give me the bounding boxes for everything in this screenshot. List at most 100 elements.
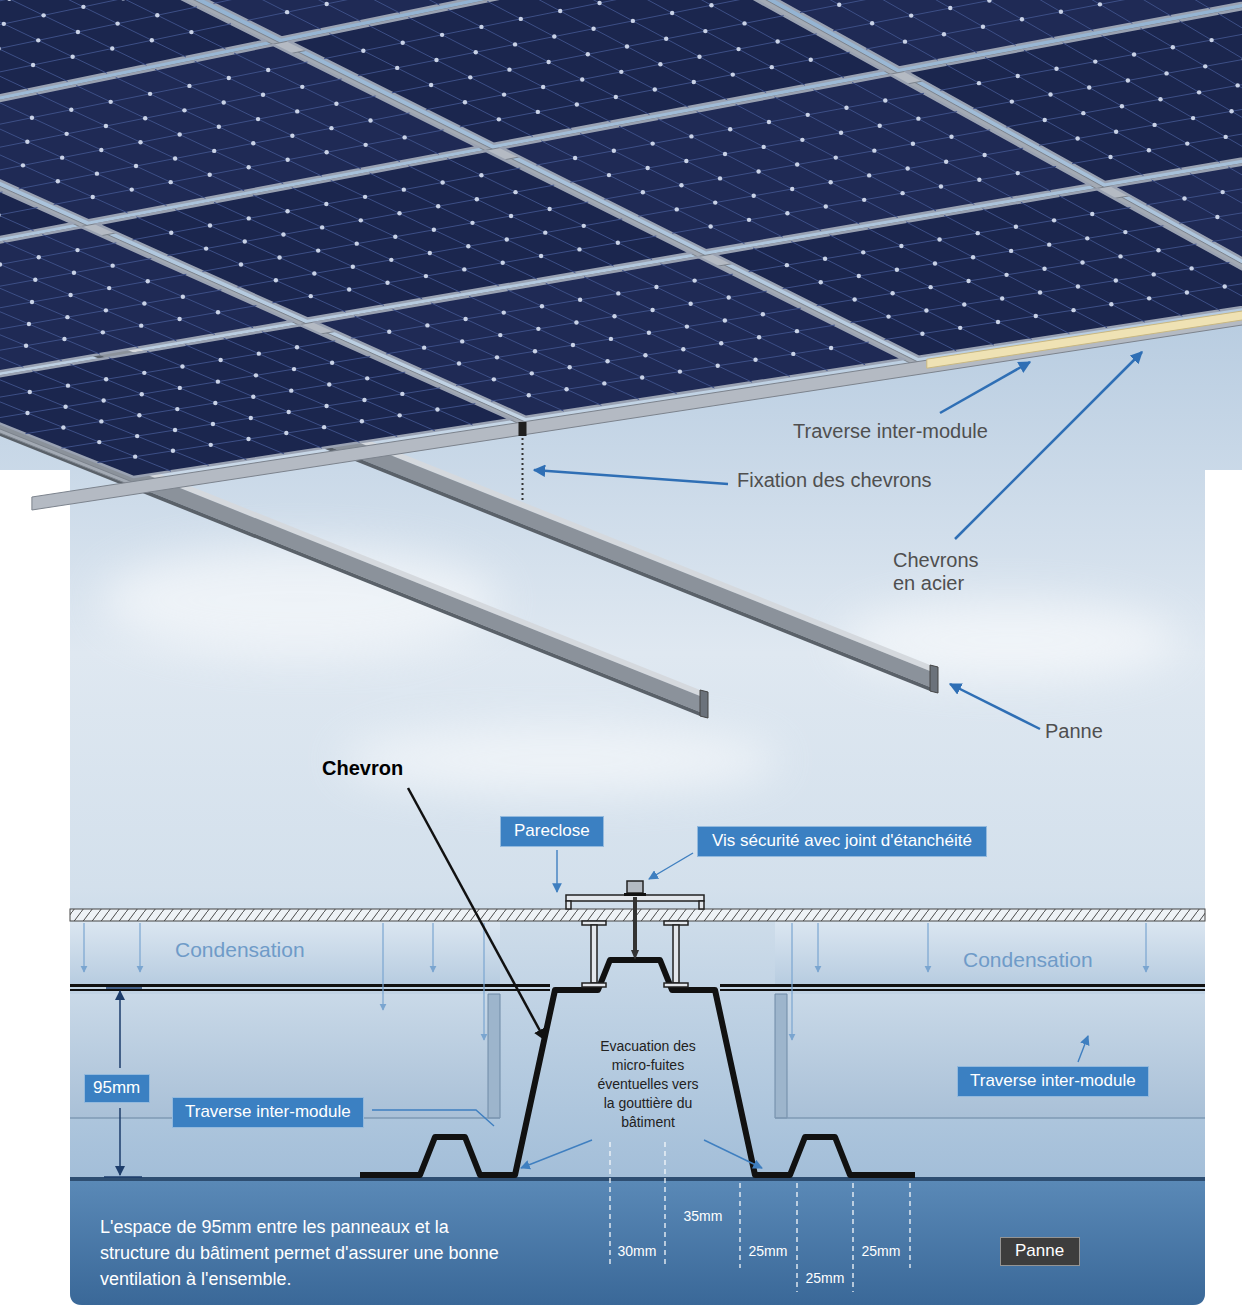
cell-corner [679, 183, 683, 187]
cell-corner [284, 431, 288, 435]
cell-corner [218, 358, 222, 362]
cell-corner [1220, 190, 1224, 194]
cell-corner [1147, 296, 1151, 300]
cell-corner [209, 443, 213, 447]
pareclose-lip [566, 901, 571, 909]
cell-corner [1215, 215, 1219, 219]
cell-corner [385, 281, 389, 285]
cell-corner [33, 278, 37, 282]
cell-corner [99, 419, 103, 423]
cell-corner [605, 359, 609, 363]
cell-corner [981, 25, 985, 29]
dimension-guide [852, 1183, 853, 1292]
solar-panel [290, 0, 883, 144]
cell-corner [182, 108, 186, 112]
cell-corner [251, 395, 255, 399]
cell-corner [462, 267, 466, 271]
pareclose-lip [699, 901, 704, 909]
cell-corner [1109, 302, 1113, 306]
dimension-label: 25mm [862, 1243, 901, 1260]
cell-corner [1123, 230, 1127, 234]
cell-corner [247, 216, 251, 220]
dimension-label: 35mm [684, 1208, 723, 1225]
cell-corner [0, 213, 1, 217]
width-guides [610, 1142, 910, 1292]
cell-corner [178, 386, 182, 390]
condensation-arrow [382, 923, 383, 1010]
cell-corner [2, 22, 6, 26]
cell-corner [1043, 118, 1047, 122]
cell-corner [213, 401, 217, 405]
cell-corner [546, 60, 550, 64]
cell-corner [819, 280, 823, 284]
cell-corner [823, 257, 827, 261]
profile-web [673, 925, 679, 983]
part-label: Panne [1045, 719, 1103, 743]
cell-corner [505, 237, 509, 241]
cell-corner [211, 422, 215, 426]
cell-corner [257, 351, 261, 355]
cell-corner [790, 187, 794, 191]
cell-corner [25, 139, 29, 143]
cell-corner [944, 160, 948, 164]
cell-corner [393, 235, 397, 239]
cell-corner [56, 179, 60, 183]
cell-corner [24, 343, 28, 347]
cell-corner [607, 173, 611, 177]
cell-corner [457, 361, 461, 365]
cell-corner [948, 6, 952, 10]
cell-corner [501, 261, 505, 265]
cell-corner [647, 331, 651, 335]
cell-corner [1071, 308, 1075, 312]
cell-corner [1132, 52, 1136, 56]
callout-box: Vis sécurité avec joint d'étanchéité [697, 826, 987, 857]
cell-corner [742, 21, 746, 25]
cell-corner [351, 264, 355, 268]
cell-corner [99, 148, 103, 152]
cell-corner [697, 54, 701, 58]
cell-corner [31, 63, 35, 67]
cell-corner [434, 58, 438, 62]
cell-corner [60, 155, 64, 159]
drain-arrow [521, 1140, 592, 1168]
cell-corner [479, 173, 483, 177]
cell-corner [541, 85, 545, 89]
condensation-arrow [483, 923, 484, 1040]
cell-corner [180, 364, 184, 368]
cell-corner [619, 70, 623, 74]
screw-head [627, 881, 643, 893]
cell-corner [685, 324, 689, 328]
cell-corner [107, 286, 111, 290]
cell-corner [905, 166, 909, 170]
beam-end [700, 690, 708, 718]
leader-arrow [950, 684, 1040, 729]
cell-corner [867, 173, 871, 177]
cell-corner [397, 211, 401, 215]
cell-corner [971, 255, 975, 259]
cell-corner [243, 239, 247, 243]
cell-corner [424, 274, 428, 278]
dimension-box: 95mm [84, 1074, 150, 1103]
cell-corner [577, 247, 581, 251]
cell-corner [753, 358, 757, 362]
cell-corner [41, 13, 45, 17]
cell-corner [631, 19, 635, 23]
cell-corner [463, 317, 467, 321]
cell-corner [727, 295, 731, 299]
screw-tip [631, 950, 639, 960]
cell-corner [614, 95, 618, 99]
cell-corner [1171, 45, 1175, 49]
module-frame-line [70, 989, 550, 991]
solar-panel [78, 0, 677, 37]
cell-corner [440, 33, 444, 37]
cell-corner [806, 113, 810, 117]
dimension-label: 30mm [618, 1243, 657, 1260]
callout-box: Traverse inter-module [957, 1066, 1149, 1097]
cell-corner [558, 9, 562, 13]
module-frame-line [70, 984, 550, 987]
cell-corner [756, 169, 760, 173]
module-layer [775, 921, 1205, 985]
part-label: Chevron [322, 756, 403, 780]
cell-corner [1164, 71, 1168, 75]
